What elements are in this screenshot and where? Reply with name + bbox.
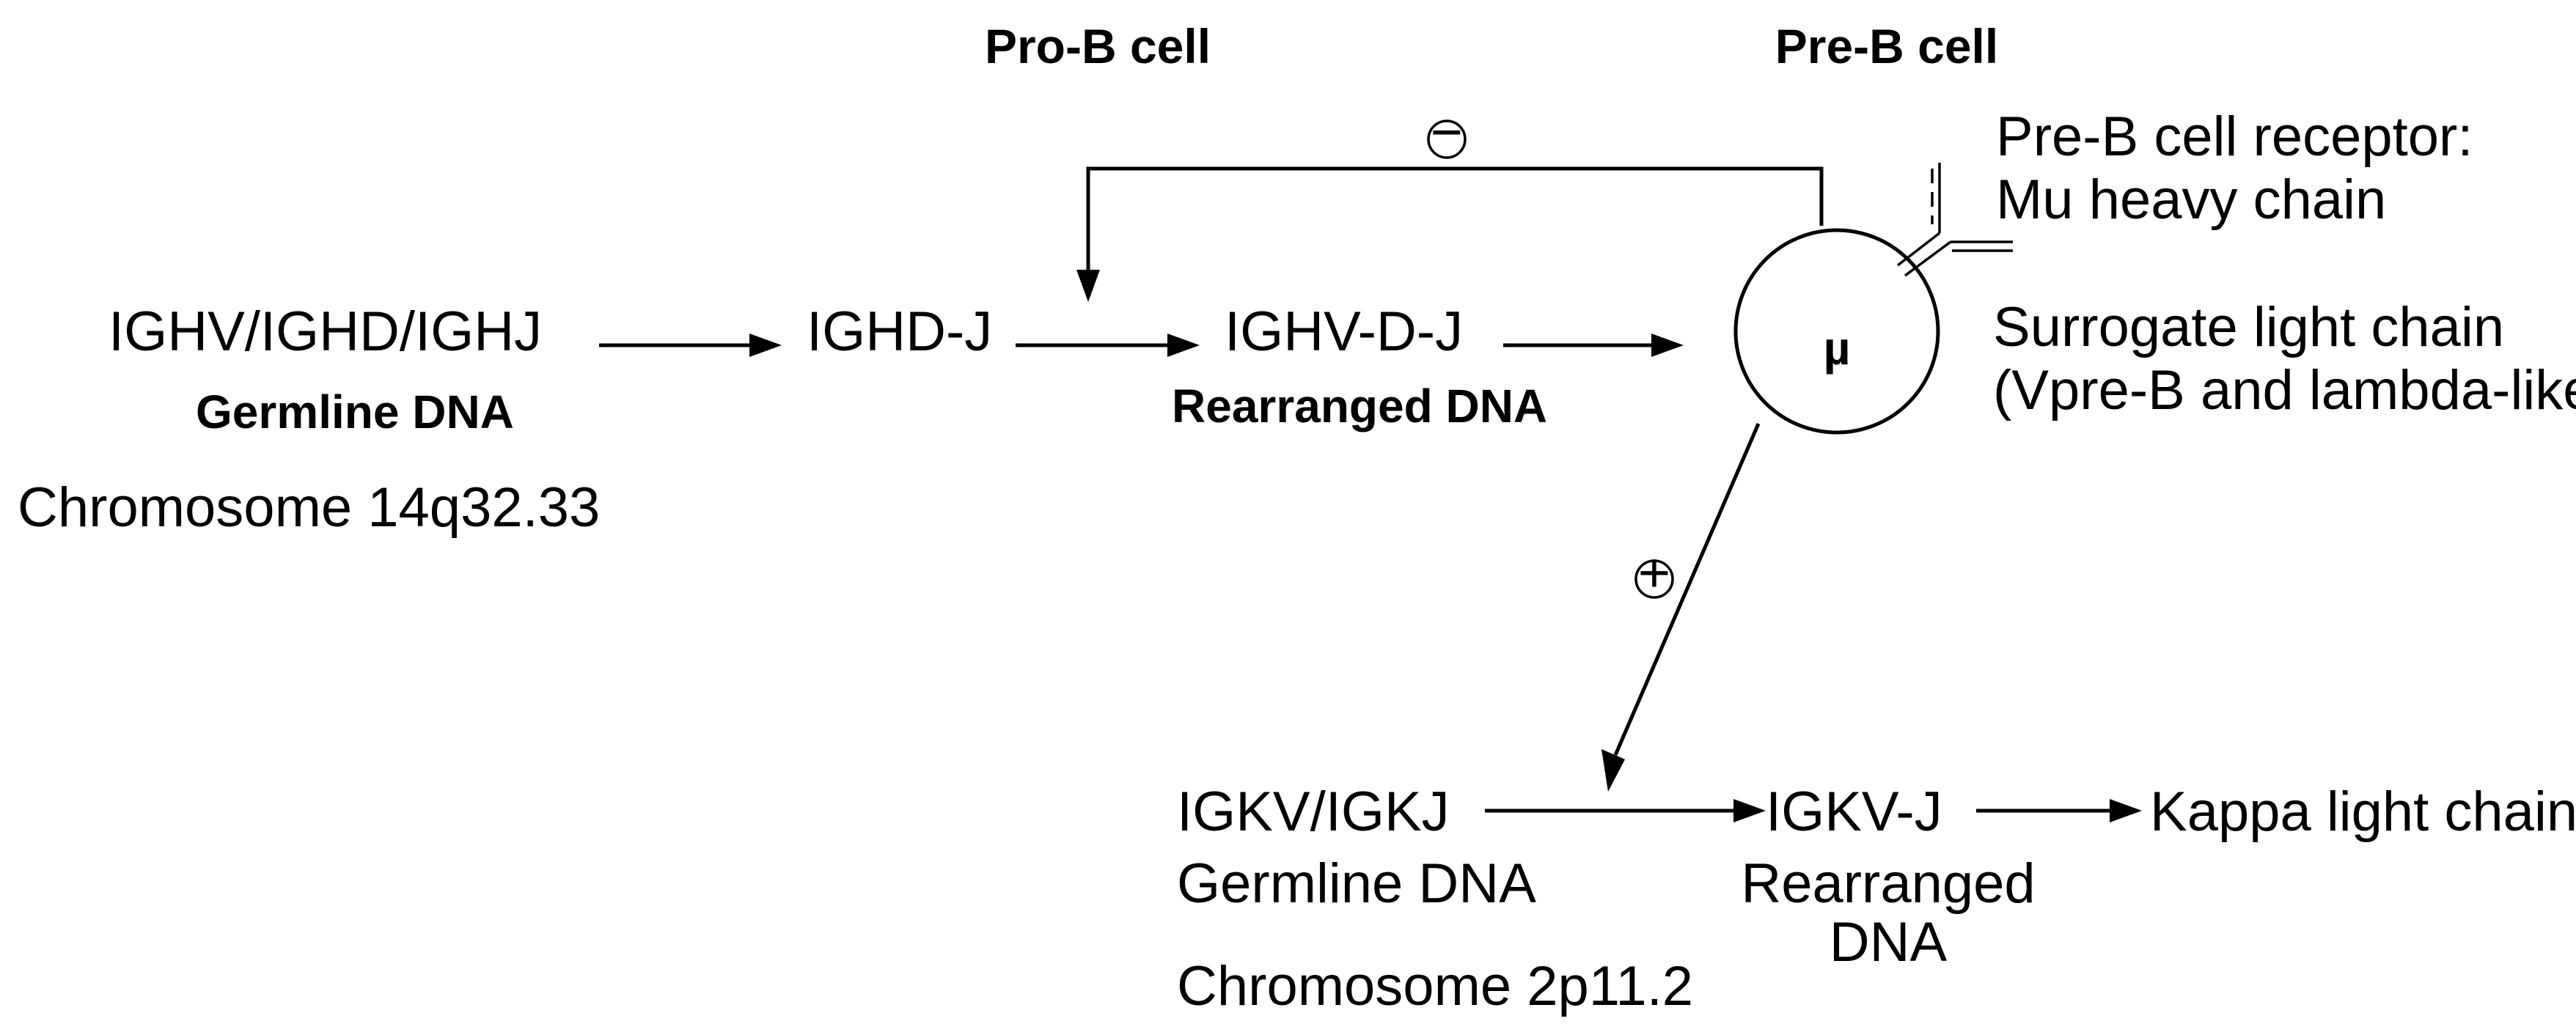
- pre-b-receptor-icon: [1896, 163, 2013, 277]
- heavy-germline-label: Germline DNA: [196, 386, 514, 438]
- surrogate-label-line1: Surrogate light chain: [1993, 296, 2504, 358]
- kappa-rearranged-line1: Rearranged: [1741, 852, 2035, 915]
- arrow-vj-to-kappa-head: [2110, 799, 2142, 822]
- positive-feedback-arrowhead: [1601, 749, 1625, 792]
- svg-text:−: −: [1431, 101, 1463, 163]
- kappa-light-chain-label: Kappa light chain: [2150, 781, 2576, 843]
- pre-b-cell-header: Pre-B cell: [1775, 19, 1998, 73]
- pre-b-cell-circle: [1733, 228, 1940, 435]
- mu-symbol: µ: [1824, 322, 1851, 375]
- negative-feedback-line: [1086, 166, 1824, 271]
- positive-feedback-symbol: +: [1634, 542, 1674, 604]
- negative-feedback-symbol: −: [1427, 101, 1467, 163]
- kappa-chromosome-label: Chromosome 2p11.2: [1177, 955, 1693, 1017]
- arrow-kappa-germline-to-vj-head: [1733, 799, 1766, 822]
- svg-text:+: +: [1638, 542, 1670, 604]
- heavy-dj-product: IGHD-J: [807, 301, 992, 363]
- pro-b-cell-header: Pro-B cell: [985, 19, 1211, 73]
- arrow-vdj-to-cell-head: [1651, 334, 1684, 357]
- heavy-rearranged-label: Rearranged DNA: [1172, 380, 1547, 432]
- kappa-rearranged-line2: DNA: [1830, 911, 1948, 973]
- arrow-germline-to-dj-head: [749, 334, 782, 357]
- arrow-dj-to-vdj-head: [1167, 334, 1200, 357]
- surrogate-label-line2: (Vpre-B and lambda-like): [1993, 359, 2576, 421]
- heavy-vdj-product: IGHV-D-J: [1225, 301, 1463, 363]
- heavy-chromosome-label: Chromosome 14q32.33: [18, 476, 600, 539]
- kappa-vj-product: IGKV-J: [1766, 781, 1942, 843]
- kappa-germline-genes: IGKV/IGKJ: [1177, 781, 1450, 843]
- negative-feedback-arrowhead: [1076, 270, 1100, 302]
- receptor-label-line1: Pre-B cell receptor:: [1996, 106, 2473, 168]
- receptor-label-line2: Mu heavy chain: [1996, 169, 2386, 231]
- kappa-germline-label: Germline DNA: [1177, 852, 1536, 915]
- heavy-germline-genes: IGHV/IGHD/IGHJ: [109, 301, 542, 363]
- positive-feedback-line: [1613, 423, 1761, 756]
